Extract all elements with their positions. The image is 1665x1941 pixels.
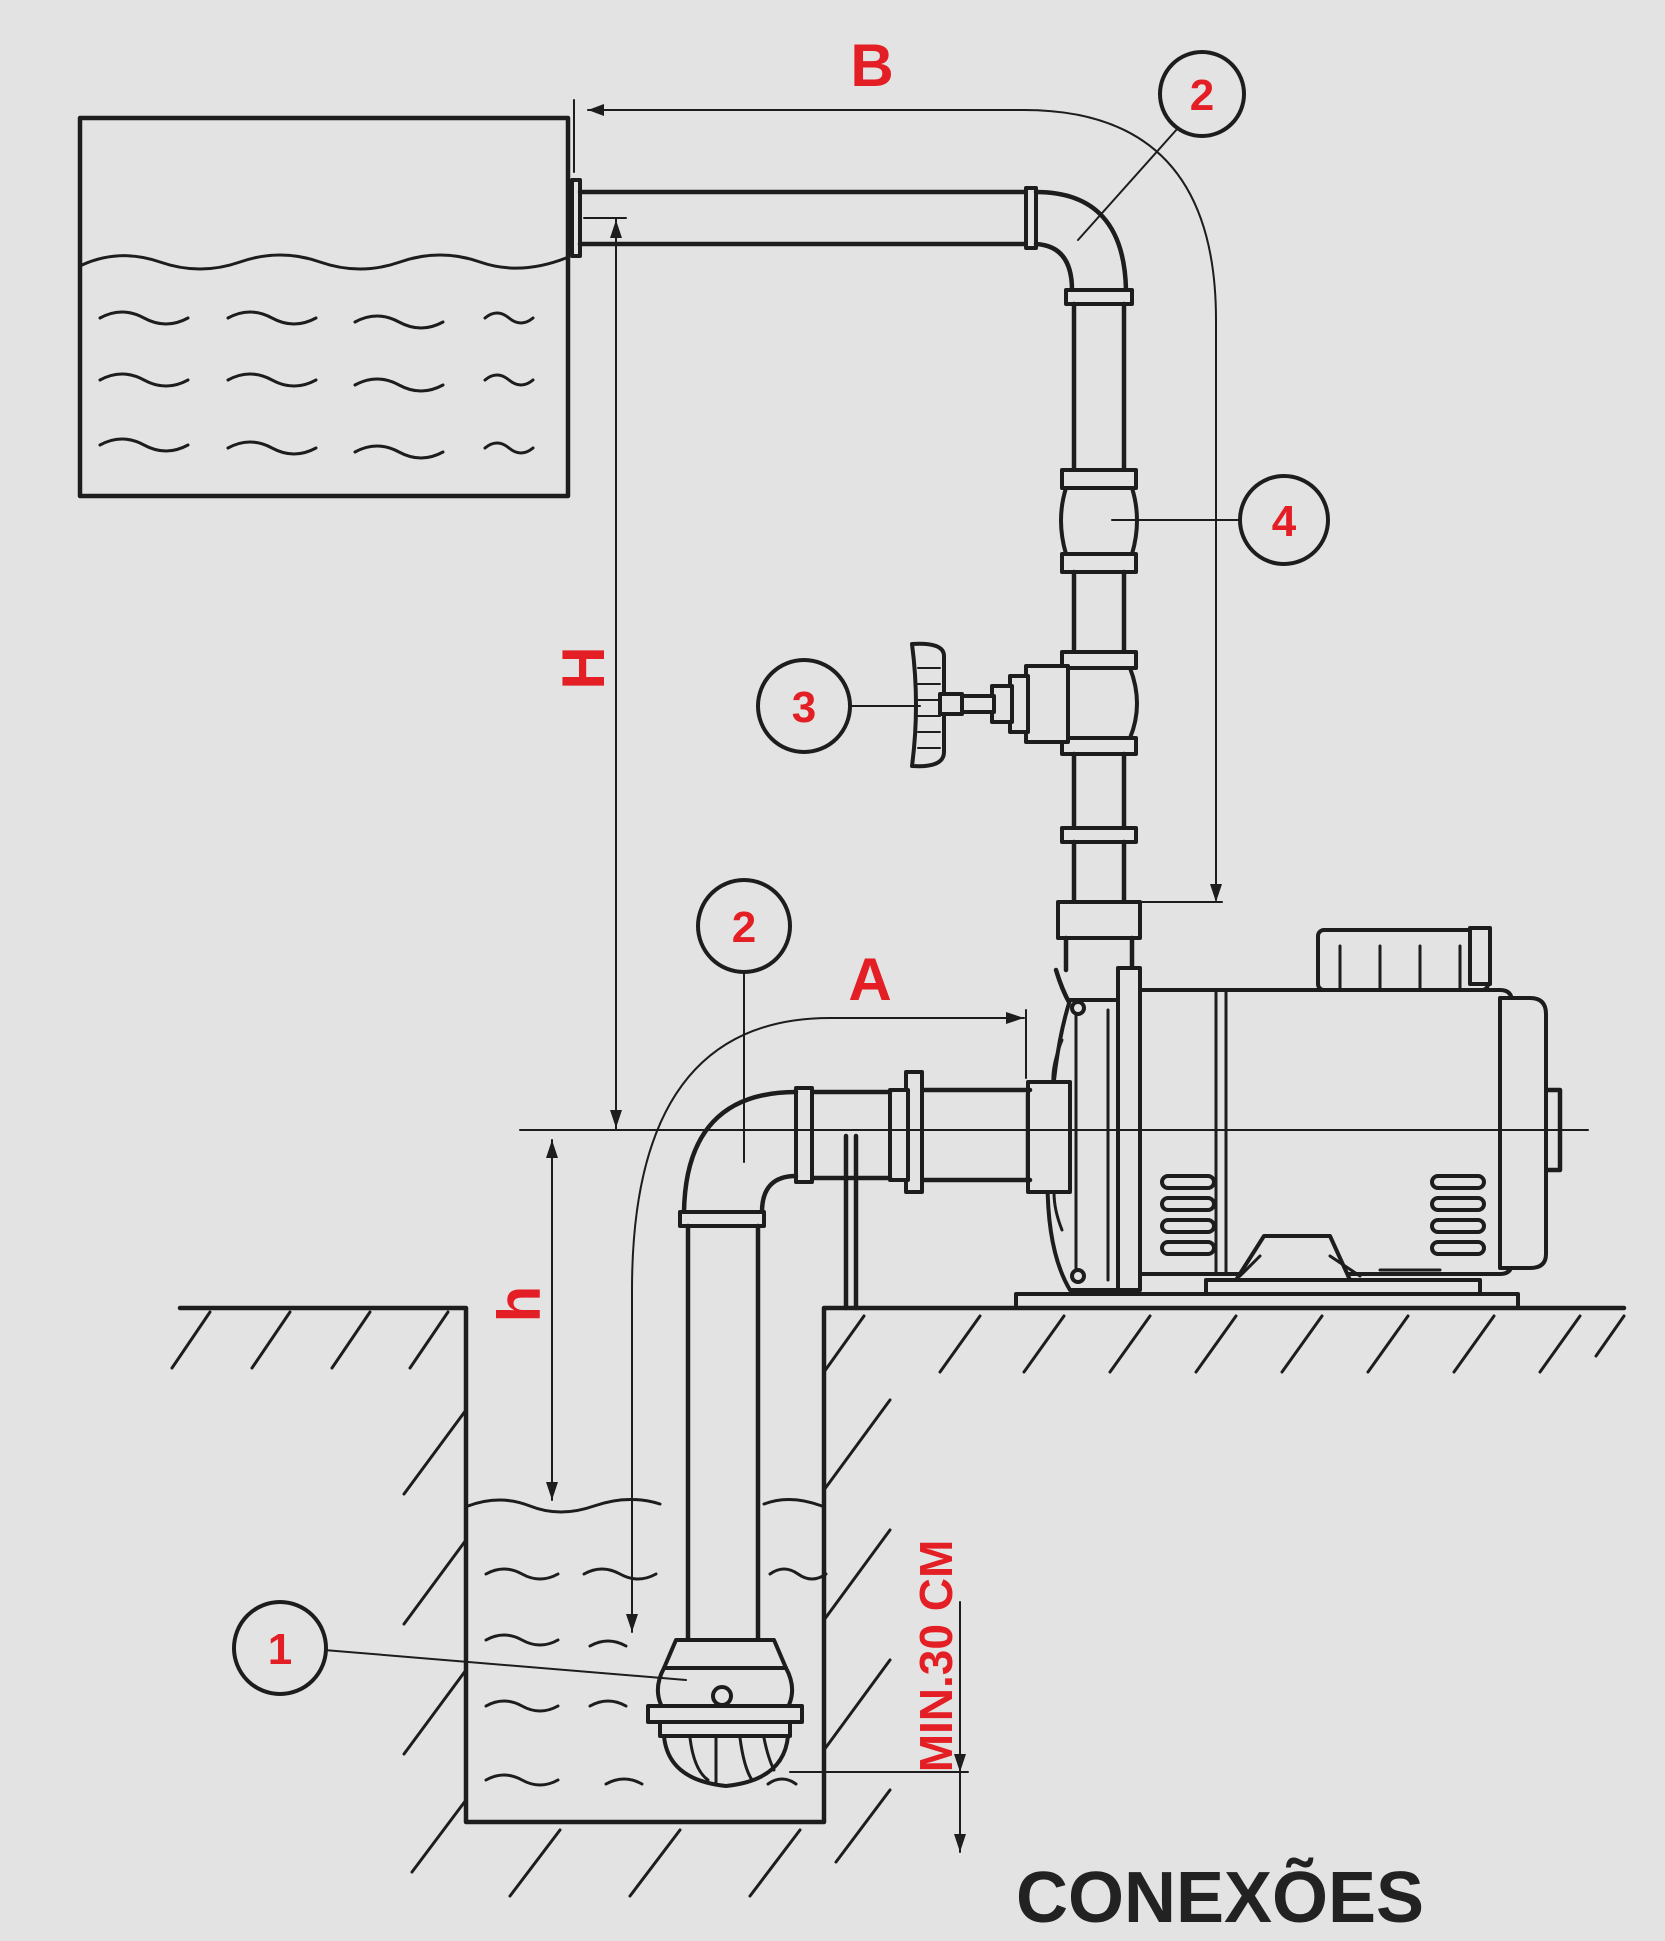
- callout-circle-4: [1238, 474, 1330, 566]
- callout-circle-2-bottom: [696, 878, 792, 974]
- discharge-pipe: [570, 178, 1142, 1007]
- ground-hatching: [170, 1310, 1626, 1898]
- ground: [170, 1305, 1627, 1898]
- check-valve: [1059, 468, 1139, 574]
- callout-label-2-bottom: 2: [732, 903, 756, 952]
- suction-elbow: [681, 1089, 799, 1215]
- terminal-box: [1316, 926, 1492, 992]
- callout-label-4: 4: [1272, 497, 1297, 546]
- well-water-surface: [466, 1497, 824, 1514]
- min-depth-label: MIN.30 CM: [910, 1540, 962, 1773]
- callout-circle-3: [756, 658, 852, 754]
- discharge-elbow: [1033, 189, 1129, 293]
- motor-vents: [1160, 1174, 1486, 1256]
- callouts: 2 4 3 2 1: [232, 50, 1330, 1696]
- callout-label-3: 3: [792, 683, 816, 732]
- callout-label-1: 1: [268, 1625, 292, 1674]
- handwheel-icon: [910, 641, 964, 769]
- dimension-label-b: B: [850, 32, 893, 99]
- suction-pipe: [646, 1070, 1072, 1788]
- upper-tank-water-surface: [80, 253, 568, 271]
- callout-circle-1: [232, 1600, 328, 1696]
- foot-valve: [646, 1638, 804, 1788]
- upper-tank: [77, 115, 571, 499]
- dimension-label-a: A: [848, 946, 891, 1013]
- pump: [1014, 926, 1563, 1310]
- upper-tank-water-waves: [98, 310, 535, 460]
- dimension-lines: [519, 99, 1589, 1853]
- diagram-caption: CONEXÕES: [1016, 1857, 1424, 1938]
- dimension-label-h: h: [486, 1286, 553, 1323]
- dimension-label-H: H: [550, 646, 617, 689]
- callout-label-2-top: 2: [1190, 71, 1214, 120]
- gate-valve: [910, 641, 1139, 769]
- well-water-waves: [484, 1567, 828, 1787]
- callout-circle-2-top: [1158, 50, 1246, 138]
